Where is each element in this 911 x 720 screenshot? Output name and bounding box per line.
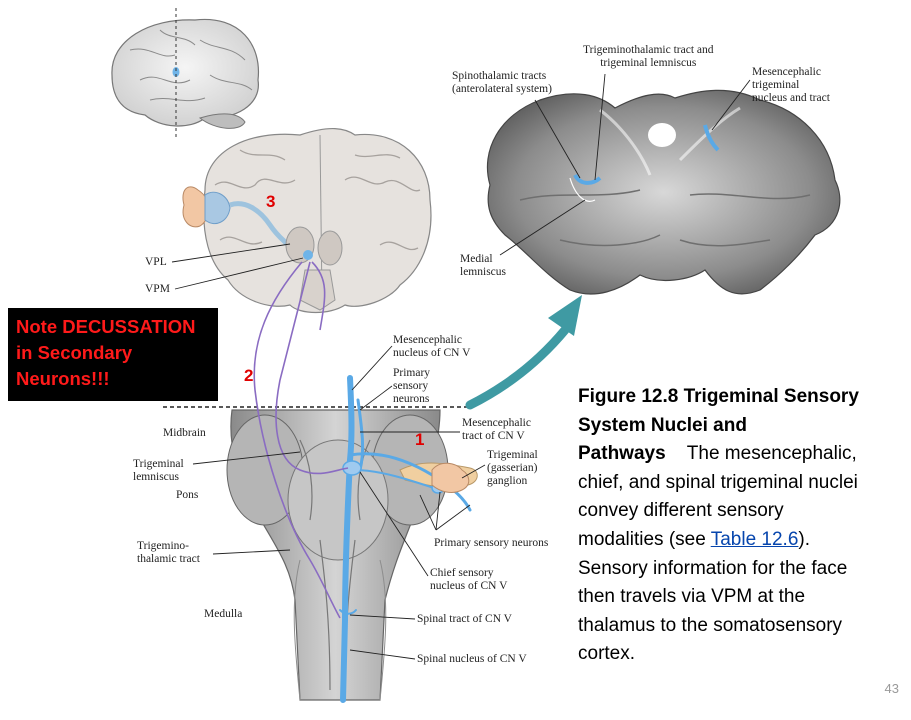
brainstem-cross-section [486, 89, 841, 295]
number-1: 1 [415, 430, 425, 449]
label-spinal-tract: Spinal tract of CN V [417, 613, 512, 625]
leader-lines [171, 73, 751, 660]
label-medulla: Medulla [204, 608, 243, 620]
lateral-brain-drawing [111, 8, 260, 138]
coronal-brain-section [182, 128, 432, 314]
note-line: in Secondary [16, 342, 133, 363]
note-line: Neurons!!! [16, 368, 110, 389]
page-number: 43 [884, 681, 899, 696]
label-pons: Pons [176, 489, 199, 501]
figure-caption: Figure 12.8 Trigeminal Sensory System Nu… [578, 383, 868, 669]
face-drawing [431, 462, 470, 493]
caption-title: Figure 12.8 Trigeminal Sensory System Nu… [578, 386, 859, 465]
decussation-note: Note DECUSSATION in Secondary Neurons!!! [8, 308, 218, 401]
caption-body-end: ). Sensory information for the face then… [578, 528, 848, 665]
secondary-neuron-pathways [253, 261, 349, 619]
table-link[interactable]: Table 12.6 [710, 528, 799, 550]
label-spinal-nucleus: Spinal nucleus of CN V [417, 653, 527, 665]
teal-arrow [465, 295, 582, 410]
note-line: Note DECUSSATION [16, 316, 196, 337]
label-trigeminal-ganglion: Trigeminal(gasserian)ganglion [487, 449, 538, 487]
label-trigeminothalamic-tract: Trigemino-thalamic tract [137, 540, 200, 565]
caption-body: The mesencephalic, chief, and spinal tri… [578, 443, 858, 550]
label-primary-sensory-neurons: Primary sensory neurons [434, 537, 549, 549]
label-spinothalamic-tracts: Spinothalamic tracts(anterolateral syste… [452, 70, 552, 95]
number-2: 2 [244, 366, 254, 385]
label-vpl: VPL [145, 256, 167, 268]
number-3: 3 [266, 192, 276, 211]
brainstem-drawing [226, 409, 449, 701]
label-midbrain: Midbrain [163, 427, 206, 439]
label-vpm: VPM [145, 283, 170, 295]
